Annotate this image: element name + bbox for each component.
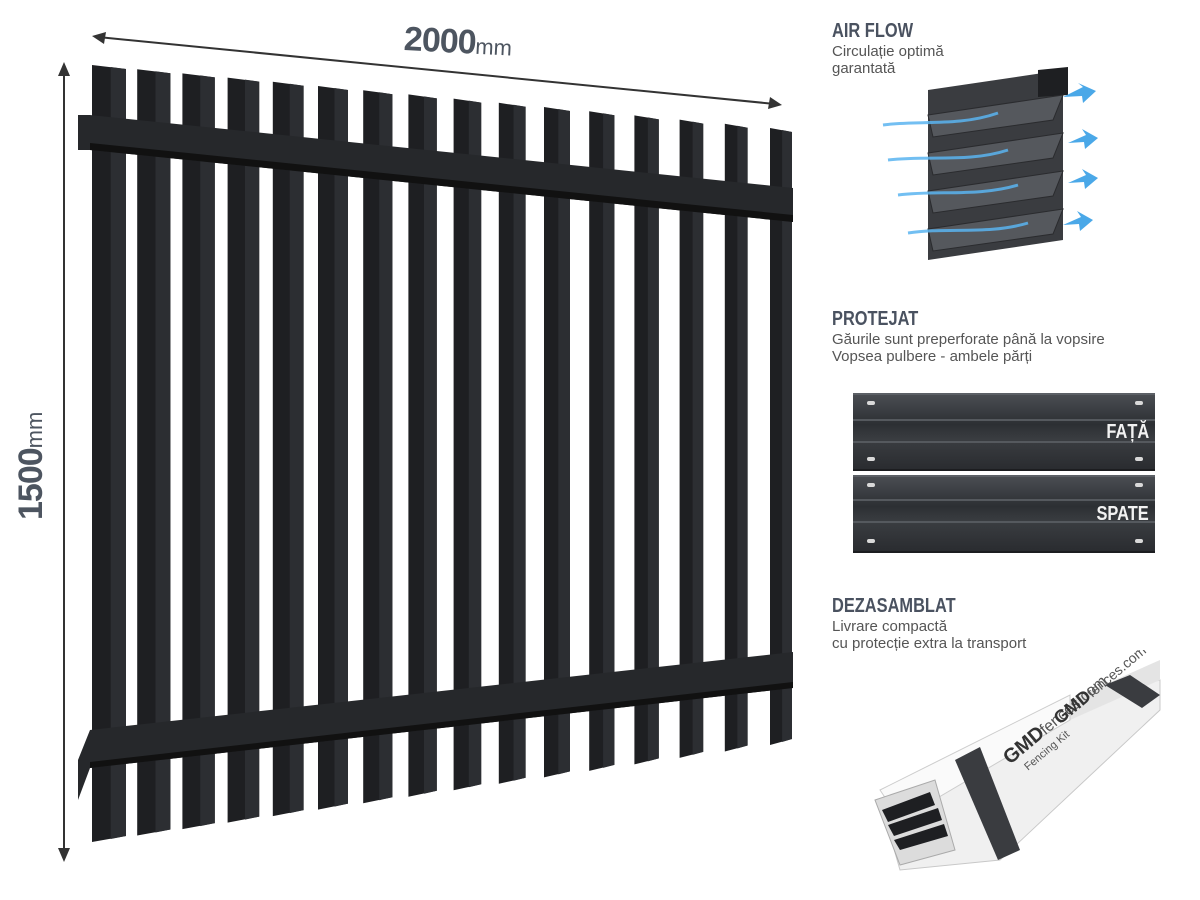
feature-text: Livrare compactă — [832, 618, 948, 635]
feature-text: garantată — [832, 60, 896, 77]
fence-picket-shade — [603, 113, 615, 768]
airflow-louver-illustration — [882, 67, 1098, 260]
fence-picket-shade — [558, 109, 570, 775]
feature-title: AIR FLOW — [832, 20, 914, 42]
fence-picket-shade — [737, 125, 748, 749]
fence-picket-shade — [244, 79, 260, 820]
panel-front: FAȚĂ — [853, 393, 1155, 471]
feature-text: Vopsea pulbere - ambele părți — [832, 348, 1033, 365]
feature-airflow: AIR FLOW Circulație optimă garantată — [832, 20, 1172, 77]
fence-picket-shade — [155, 71, 171, 833]
packaged-kit-illustration: GMD fences.com Fencing Kit GMD fences.co… — [874, 650, 1161, 871]
feature-title: DEZASAMBLAT — [832, 595, 956, 617]
height-dimension-arrow — [58, 62, 70, 862]
fence-picket-shade — [513, 104, 526, 781]
panel-back: SPATE — [853, 475, 1155, 553]
feature-protected: PROTEJAT Găurile sunt preperforate până … — [832, 308, 1172, 365]
fence-picket-shade — [424, 96, 437, 794]
feature-title: PROTEJAT — [832, 308, 919, 330]
fence-picket-shade — [289, 83, 304, 814]
feature-disassembled: DEZASAMBLAT Livrare compactă cu protecți… — [832, 595, 1172, 652]
fence-picket-shade — [692, 121, 704, 755]
feature-text: Găurile sunt preperforate până la vopsir… — [832, 331, 1105, 348]
fence-picket-shade — [782, 130, 792, 742]
width-dimension-arrow — [92, 32, 782, 109]
feature-text: cu protecție extra la transport — [832, 635, 1027, 652]
fence-picket-shade — [647, 117, 659, 762]
fence-picket-shade — [110, 67, 126, 839]
fence-panel-illustration — [58, 32, 793, 862]
top-rail — [78, 115, 793, 222]
fence-picket-shade — [468, 100, 482, 788]
panel-front-label: FAȚĂ — [1106, 421, 1149, 443]
width-dimension-label: 2000mm — [403, 20, 513, 62]
height-dimension-label: 1500mm — [12, 411, 50, 520]
fence-picket-shade — [334, 88, 348, 807]
panel-back-label: SPATE — [1096, 503, 1149, 525]
fence-pickets — [92, 65, 792, 842]
fence-picket-shade — [200, 75, 215, 827]
feature-text: Circulație optimă — [832, 43, 944, 60]
fence-picket-shade — [379, 92, 393, 801]
